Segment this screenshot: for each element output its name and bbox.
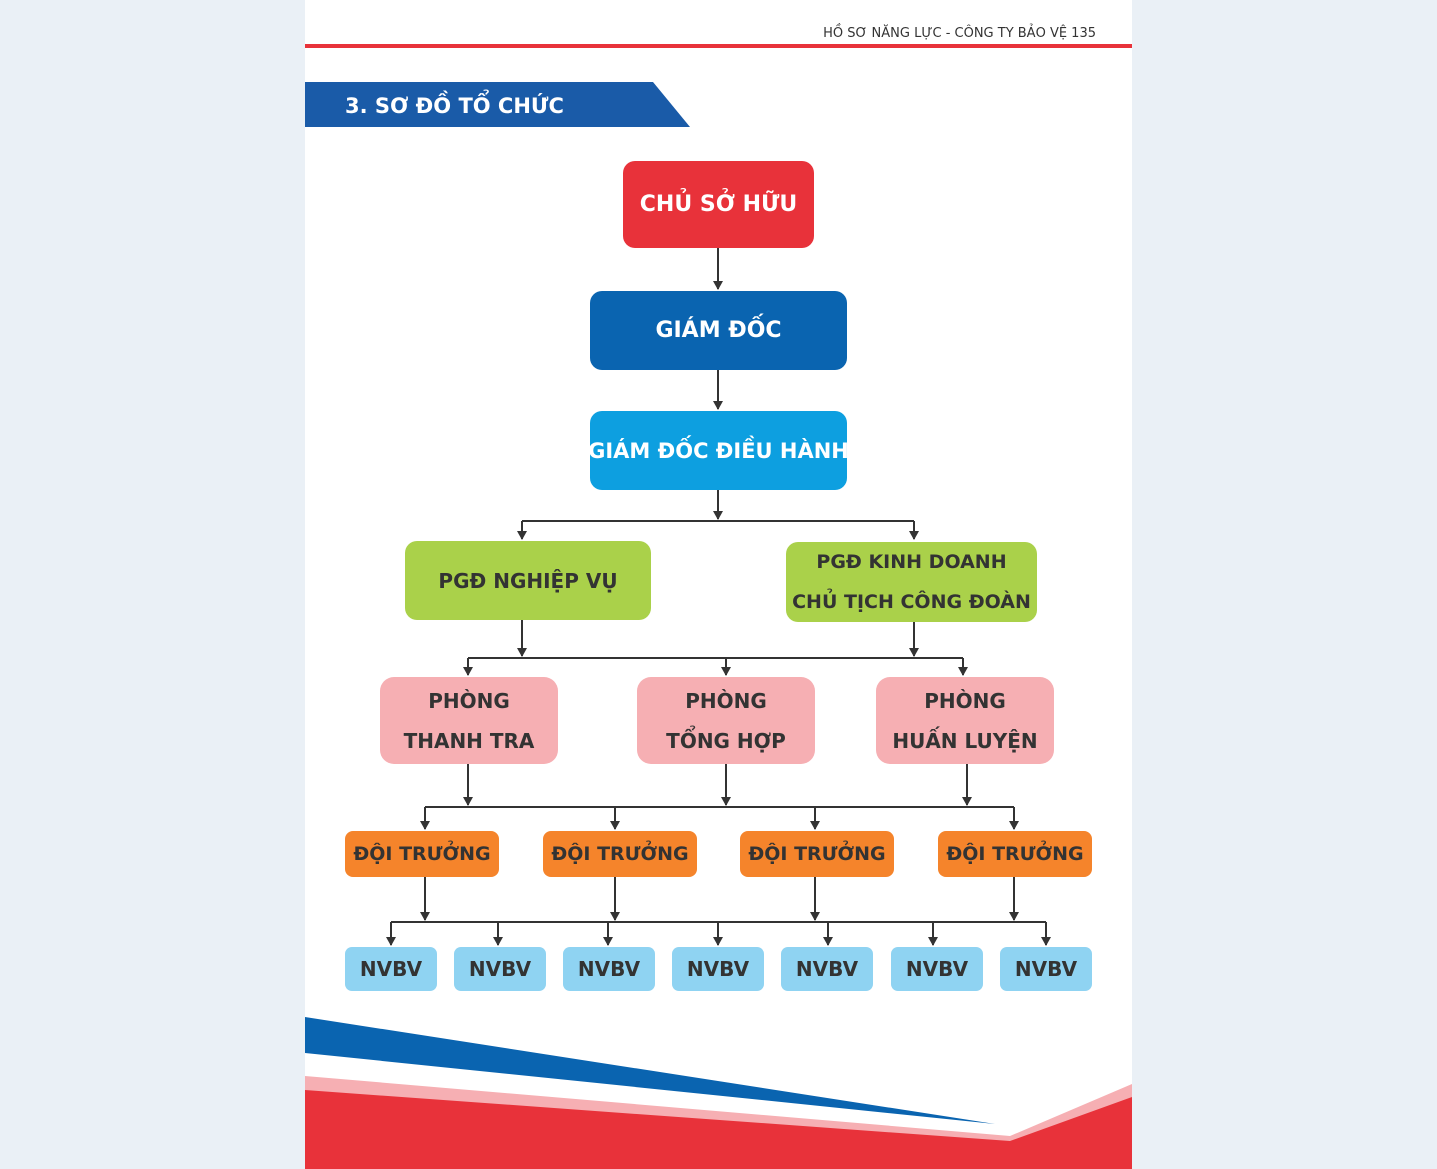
- team-leader-label: ĐỘI TRƯỞNG: [551, 843, 689, 865]
- guard-box: NVBV: [781, 947, 873, 991]
- department-general-line1: PHÒNG: [685, 688, 767, 713]
- team-leader-label: ĐỘI TRƯỞNG: [946, 843, 1084, 865]
- section-banner: 3. SƠ ĐỒ TỔ CHỨC: [305, 82, 690, 127]
- executive-director-label: GIÁM ĐỐC ĐIỀU HÀNH: [588, 438, 849, 463]
- department-general-box: PHÒNG TỔNG HỢP: [637, 677, 815, 764]
- guard-box: NVBV: [891, 947, 983, 991]
- document-page: HỒ SƠ NĂNG LỰC - CÔNG TY BẢO VỆ 135 3. S…: [305, 0, 1132, 1169]
- banner-shape: [305, 82, 690, 127]
- org-chart-connectors: [386, 248, 1051, 946]
- team-leader-box: ĐỘI TRƯỞNG: [938, 831, 1092, 877]
- executive-director-box: GIÁM ĐỐC ĐIỀU HÀNH: [588, 411, 849, 490]
- department-training-box: PHÒNG HUẤN LUYỆN: [876, 677, 1054, 764]
- header-rule: [305, 44, 1132, 48]
- deputy-business-line2: CHỦ TỊCH CÔNG ĐOÀN: [792, 591, 1031, 613]
- deputy-business-line1: PGĐ KINH DOANH: [816, 551, 1007, 573]
- department-general-line2: TỔNG HỢP: [666, 728, 786, 753]
- footer-decoration: [305, 1017, 1132, 1169]
- guard-box: NVBV: [672, 947, 764, 991]
- section-title: 3. SƠ ĐỒ TỔ CHỨC: [345, 94, 564, 118]
- guard-label: NVBV: [686, 957, 750, 981]
- department-training-line1: PHÒNG: [924, 688, 1006, 713]
- department-inspection-line1: PHÒNG: [428, 688, 510, 713]
- guard-box: NVBV: [345, 947, 437, 991]
- director-box: GIÁM ĐỐC: [590, 291, 847, 370]
- guard-box: NVBV: [454, 947, 546, 991]
- director-label: GIÁM ĐỐC: [655, 318, 782, 343]
- guard-label: NVBV: [359, 957, 423, 981]
- guard-label: NVBV: [905, 957, 969, 981]
- owner-box: CHỦ SỞ HỮU: [623, 161, 814, 248]
- team-leader-label: ĐỘI TRƯỞNG: [353, 843, 491, 865]
- department-training-line2: HUẤN LUYỆN: [892, 728, 1038, 753]
- page-header: HỒ SƠ NĂNG LỰC - CÔNG TY BẢO VỆ 135: [823, 26, 1096, 41]
- guard-box: NVBV: [563, 947, 655, 991]
- guard-label: NVBV: [795, 957, 859, 981]
- guard-box: NVBV: [1000, 947, 1092, 991]
- team-leader-box: ĐỘI TRƯỞNG: [345, 831, 499, 877]
- department-inspection-line2: THANH TRA: [403, 728, 535, 753]
- guard-label: NVBV: [468, 957, 532, 981]
- team-leader-box: ĐỘI TRƯỞNG: [740, 831, 894, 877]
- owner-label: CHỦ SỞ HỮU: [639, 192, 798, 217]
- team-leader-box: ĐỘI TRƯỞNG: [543, 831, 697, 877]
- guard-label: NVBV: [577, 957, 641, 981]
- deputy-operations-label: PGĐ NGHIỆP VỤ: [438, 568, 618, 593]
- team-leader-label: ĐỘI TRƯỞNG: [748, 843, 886, 865]
- deputy-business-box: PGĐ KINH DOANH CHỦ TỊCH CÔNG ĐOÀN: [786, 542, 1037, 622]
- deputy-operations-box: PGĐ NGHIỆP VỤ: [405, 541, 651, 620]
- department-inspection-box: PHÒNG THANH TRA: [380, 677, 558, 764]
- guard-label: NVBV: [1014, 957, 1078, 981]
